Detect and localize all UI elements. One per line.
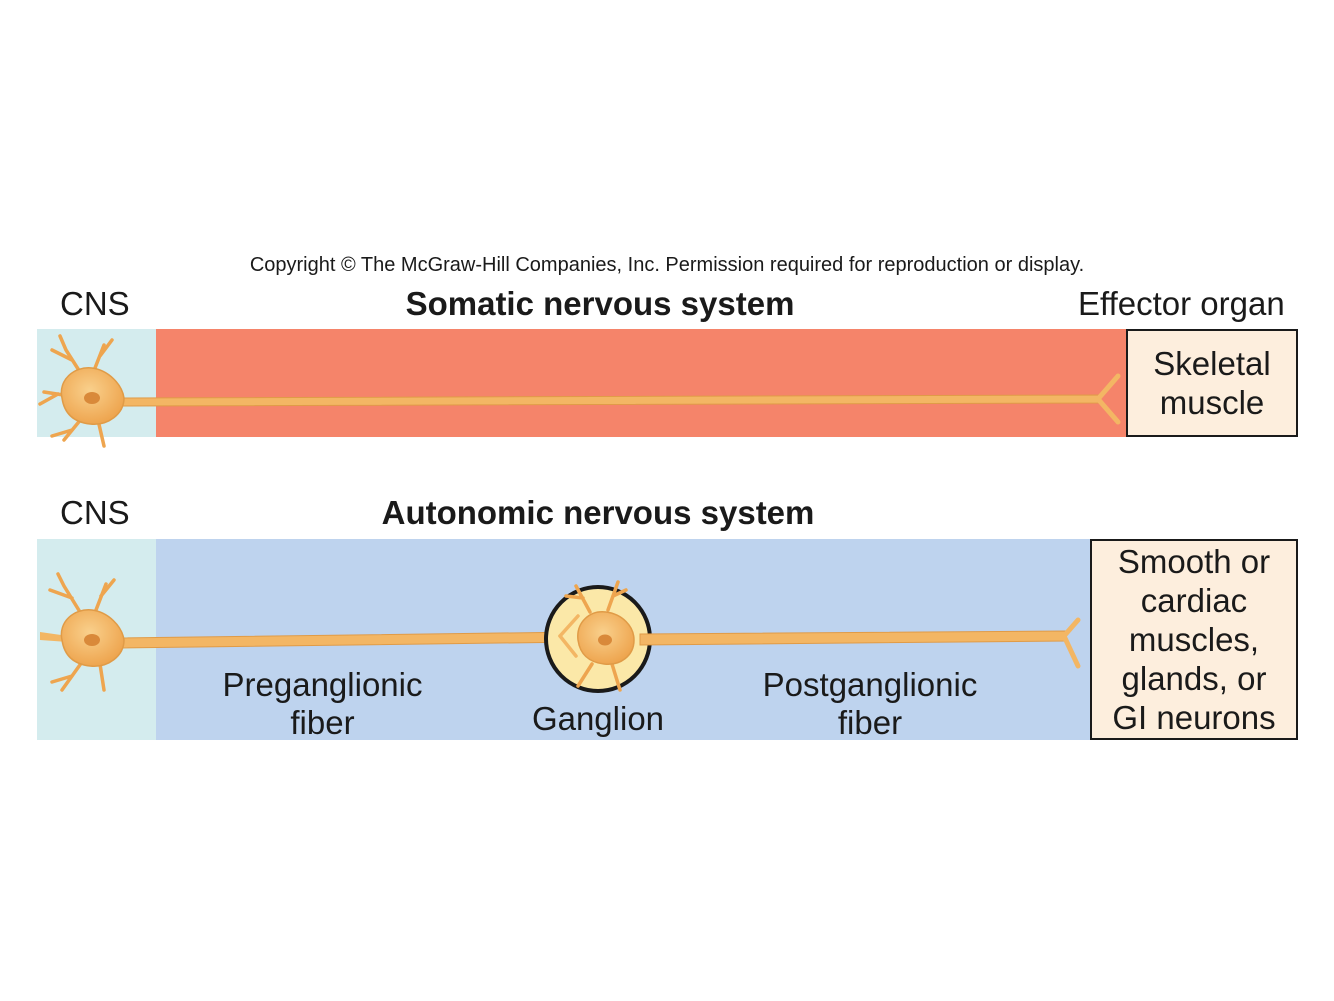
autonomic-effector-box: Smooth or cardiac muscles, glands, or GI… — [1090, 539, 1298, 740]
postganglionic-axon-terminal — [1061, 617, 1081, 669]
autonomic-effector-label: Smooth or cardiac muscles, glands, or GI… — [1112, 543, 1276, 736]
preganglionic-dendrite-left — [40, 632, 68, 642]
postganglionic-dendrites — [564, 580, 628, 692]
ganglion-synapse-branches — [558, 614, 580, 658]
autonomic-cns-label: CNS — [60, 494, 130, 531]
somatic-pathway-band — [156, 329, 1128, 437]
autonomic-title: Autonomic nervous system — [381, 494, 815, 531]
somatic-axon — [119, 394, 1101, 407]
somatic-motor-neuron — [38, 334, 1121, 448]
somatic-cns-label: CNS — [60, 285, 130, 322]
somatic-axon-terminal — [1095, 373, 1121, 425]
ganglion — [544, 580, 1081, 693]
postganglionic-nucleus — [598, 634, 612, 646]
preganglionic-axon — [119, 631, 581, 649]
ganglion-label: Ganglion — [531, 700, 665, 737]
preganglionic-fiber-label: Preganglionic fiber — [222, 666, 423, 741]
skeletal-muscle-box: Skeletal muscle — [1126, 329, 1298, 437]
skeletal-muscle-label: Skeletal muscle — [1153, 345, 1271, 421]
postganglionic-axon — [639, 630, 1067, 646]
preganglionic-nucleus — [84, 634, 100, 646]
somatic-title: Somatic nervous system — [405, 285, 795, 322]
postganglionic-fiber-label: Postganglionic fiber — [762, 666, 978, 741]
copyright-notice: Copyright © The McGraw-Hill Companies, I… — [249, 254, 1085, 276]
somatic-nucleus — [84, 392, 100, 404]
preganglionic-neuron — [40, 572, 581, 692]
preganglionic-dendrites — [48, 572, 116, 692]
effector-organ-label: Effector organ — [1078, 285, 1285, 322]
